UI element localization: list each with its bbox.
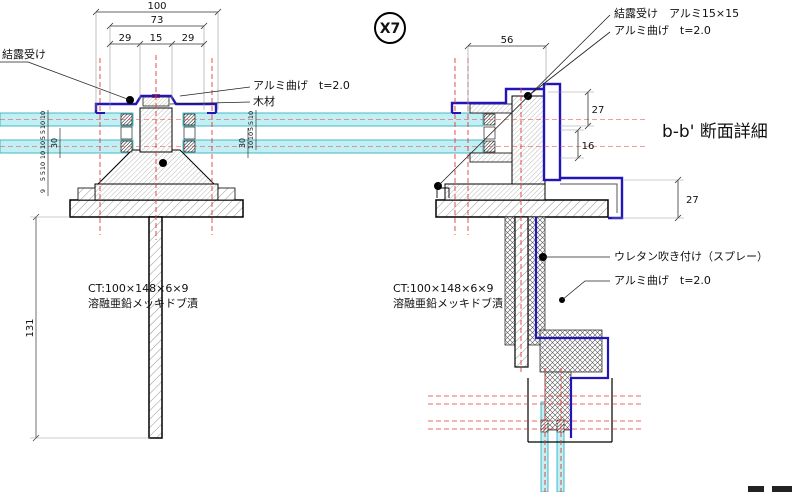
dim-73: 73 — [151, 15, 164, 26]
transom-frame — [527, 378, 613, 443]
leader-dot — [159, 159, 167, 167]
dim-27a: 27 — [592, 105, 605, 116]
tee-flange — [69, 199, 244, 218]
dim-stack: 10 — [39, 111, 47, 119]
dim-stack: 5 — [247, 127, 255, 131]
end-dam — [77, 187, 96, 201]
dim-30-left: 30 — [50, 138, 59, 148]
igu-spacer — [120, 126, 133, 140]
urethane-spray — [539, 329, 603, 373]
label-alumi-left: アルミ曲げ t=2.0 — [253, 79, 350, 92]
setting-block — [540, 419, 549, 433]
fascia-inner-line — [560, 183, 618, 213]
mullion-post — [511, 95, 546, 185]
label-wood: 木材 — [253, 94, 275, 108]
label-ct-finish-left: 溶融亜鉛メッキドブ漬 — [88, 296, 198, 310]
dim-16: 16 — [582, 141, 595, 152]
pocket-arm-top — [469, 103, 515, 114]
dim-stack: 5 — [39, 177, 47, 181]
dim-30-right: 30 — [238, 138, 247, 148]
dim-stack: 10 — [39, 151, 47, 159]
leader-lines — [0, 14, 611, 301]
label-urethane: ウレタン吹き付け（スプレー） — [614, 250, 768, 263]
label-ct-spec-right: CT:100×148×6×9 — [393, 282, 494, 295]
right-mullion-assembly — [434, 82, 624, 443]
dimensions-right — [464, 42, 684, 222]
tee-web — [148, 216, 163, 439]
section-title: b-b' 断面詳細 — [662, 122, 768, 142]
dim-stack: 10 — [247, 111, 255, 119]
dim-100: 100 — [147, 1, 166, 12]
dim-stack: 5 — [39, 171, 47, 175]
end-dam — [217, 187, 236, 201]
dim-15: 15 — [150, 33, 163, 44]
dim-stack: 10 — [247, 141, 255, 149]
dim-stack: 5 — [39, 136, 47, 140]
label-dew-left: 結露受け — [2, 47, 46, 61]
label-alumi-right-bottom: アルミ曲げ t=2.0 — [614, 274, 711, 287]
mullion-base — [444, 183, 546, 201]
aluminum-channel — [542, 82, 562, 182]
dim-56: 56 — [501, 35, 514, 46]
pocket-arm-bottom — [469, 152, 515, 163]
detail-marker: X7 — [374, 12, 406, 44]
aluminum-bent-plate — [534, 217, 610, 438]
label-alumi-right-top: アルミ曲げ t=2.0 — [614, 24, 711, 37]
dim-29b: 29 — [182, 33, 195, 44]
dim-27b: 27 — [686, 195, 699, 206]
glass-pane-vertical — [540, 401, 549, 492]
dim-stack: 5 — [39, 130, 47, 134]
tee-web — [514, 216, 529, 368]
igu-spacer — [183, 126, 196, 140]
dim-stack: 5 — [247, 121, 255, 125]
aluminum-cap — [450, 87, 544, 113]
dim-131: 131 — [25, 318, 36, 337]
centerlines — [0, 55, 645, 492]
dim-stack: 10 — [39, 141, 47, 149]
dimensions-left-stacks — [30, 110, 257, 442]
condensation-gutter — [436, 187, 450, 198]
dim-stack: 10 — [39, 162, 47, 170]
label-ct-spec-left: CT:100×148×6×9 — [88, 282, 189, 295]
mullion-base — [94, 183, 219, 201]
cropped-stamp — [748, 486, 792, 492]
label-dew-right: 結露受け アルミ15×15 — [614, 6, 739, 20]
dim-9: 9 — [39, 189, 47, 193]
dim-stack: 10 — [39, 121, 47, 129]
dim-stack: 10 — [247, 132, 255, 140]
marker-circle — [374, 12, 406, 44]
igu-spacer — [483, 126, 496, 140]
tee-flange — [435, 199, 609, 218]
label-ct-finish-right: 溶融亜鉛メッキドブ漬 — [393, 296, 503, 310]
marker-label: X7 — [380, 21, 401, 37]
dimensions-left-top — [92, 8, 222, 110]
setting-block — [556, 419, 565, 433]
dim-29a: 29 — [119, 33, 132, 44]
